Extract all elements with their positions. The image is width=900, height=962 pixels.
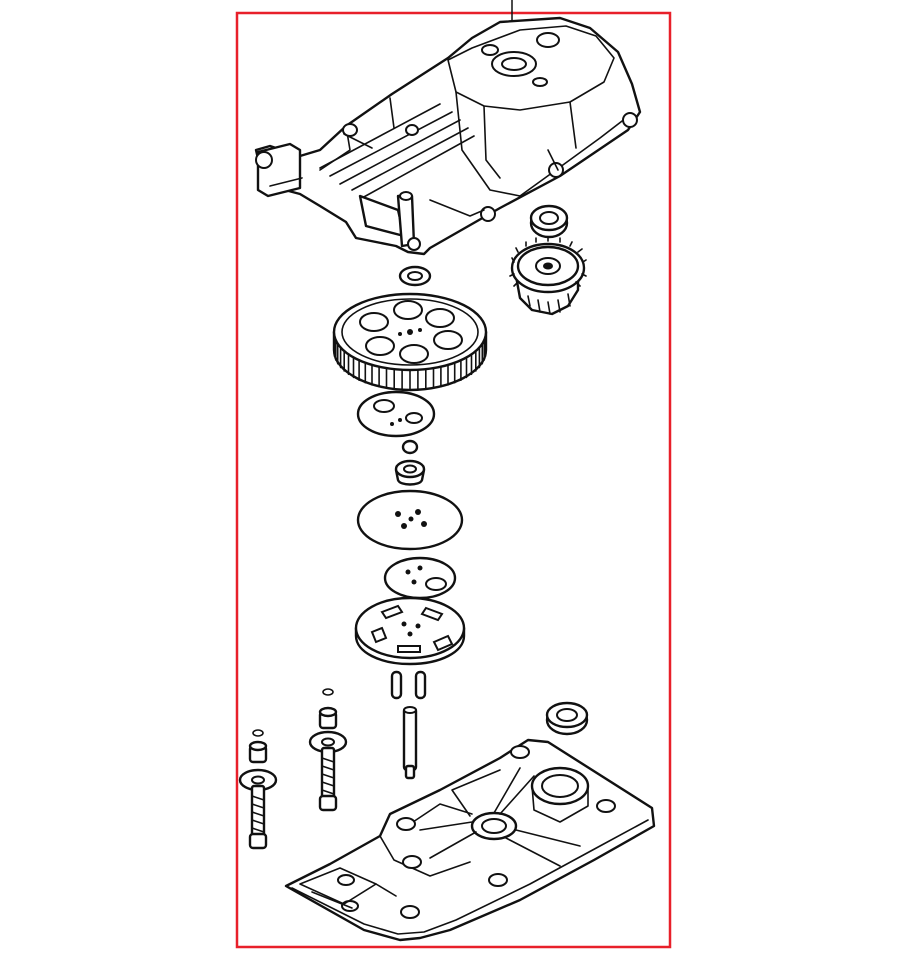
bushing xyxy=(394,459,426,486)
washer-small xyxy=(398,265,432,287)
dowel-pin-left xyxy=(390,670,403,700)
ball xyxy=(401,439,419,455)
cam-disc xyxy=(383,556,457,600)
screw-left xyxy=(238,729,278,850)
long-pin xyxy=(402,706,418,780)
screw-middle xyxy=(308,688,348,812)
pinion-gear xyxy=(509,236,587,316)
eccentric-plate xyxy=(354,596,466,666)
shaft-bearing-top xyxy=(529,204,569,239)
dowel-pin-right xyxy=(414,670,427,700)
diagram-frame xyxy=(235,11,672,949)
bearing-bottom xyxy=(545,701,589,736)
gasket-disc xyxy=(356,489,464,551)
cam-plate xyxy=(356,390,436,438)
main-gear xyxy=(332,292,488,392)
housing-cover xyxy=(254,16,642,256)
base-housing xyxy=(284,738,656,942)
